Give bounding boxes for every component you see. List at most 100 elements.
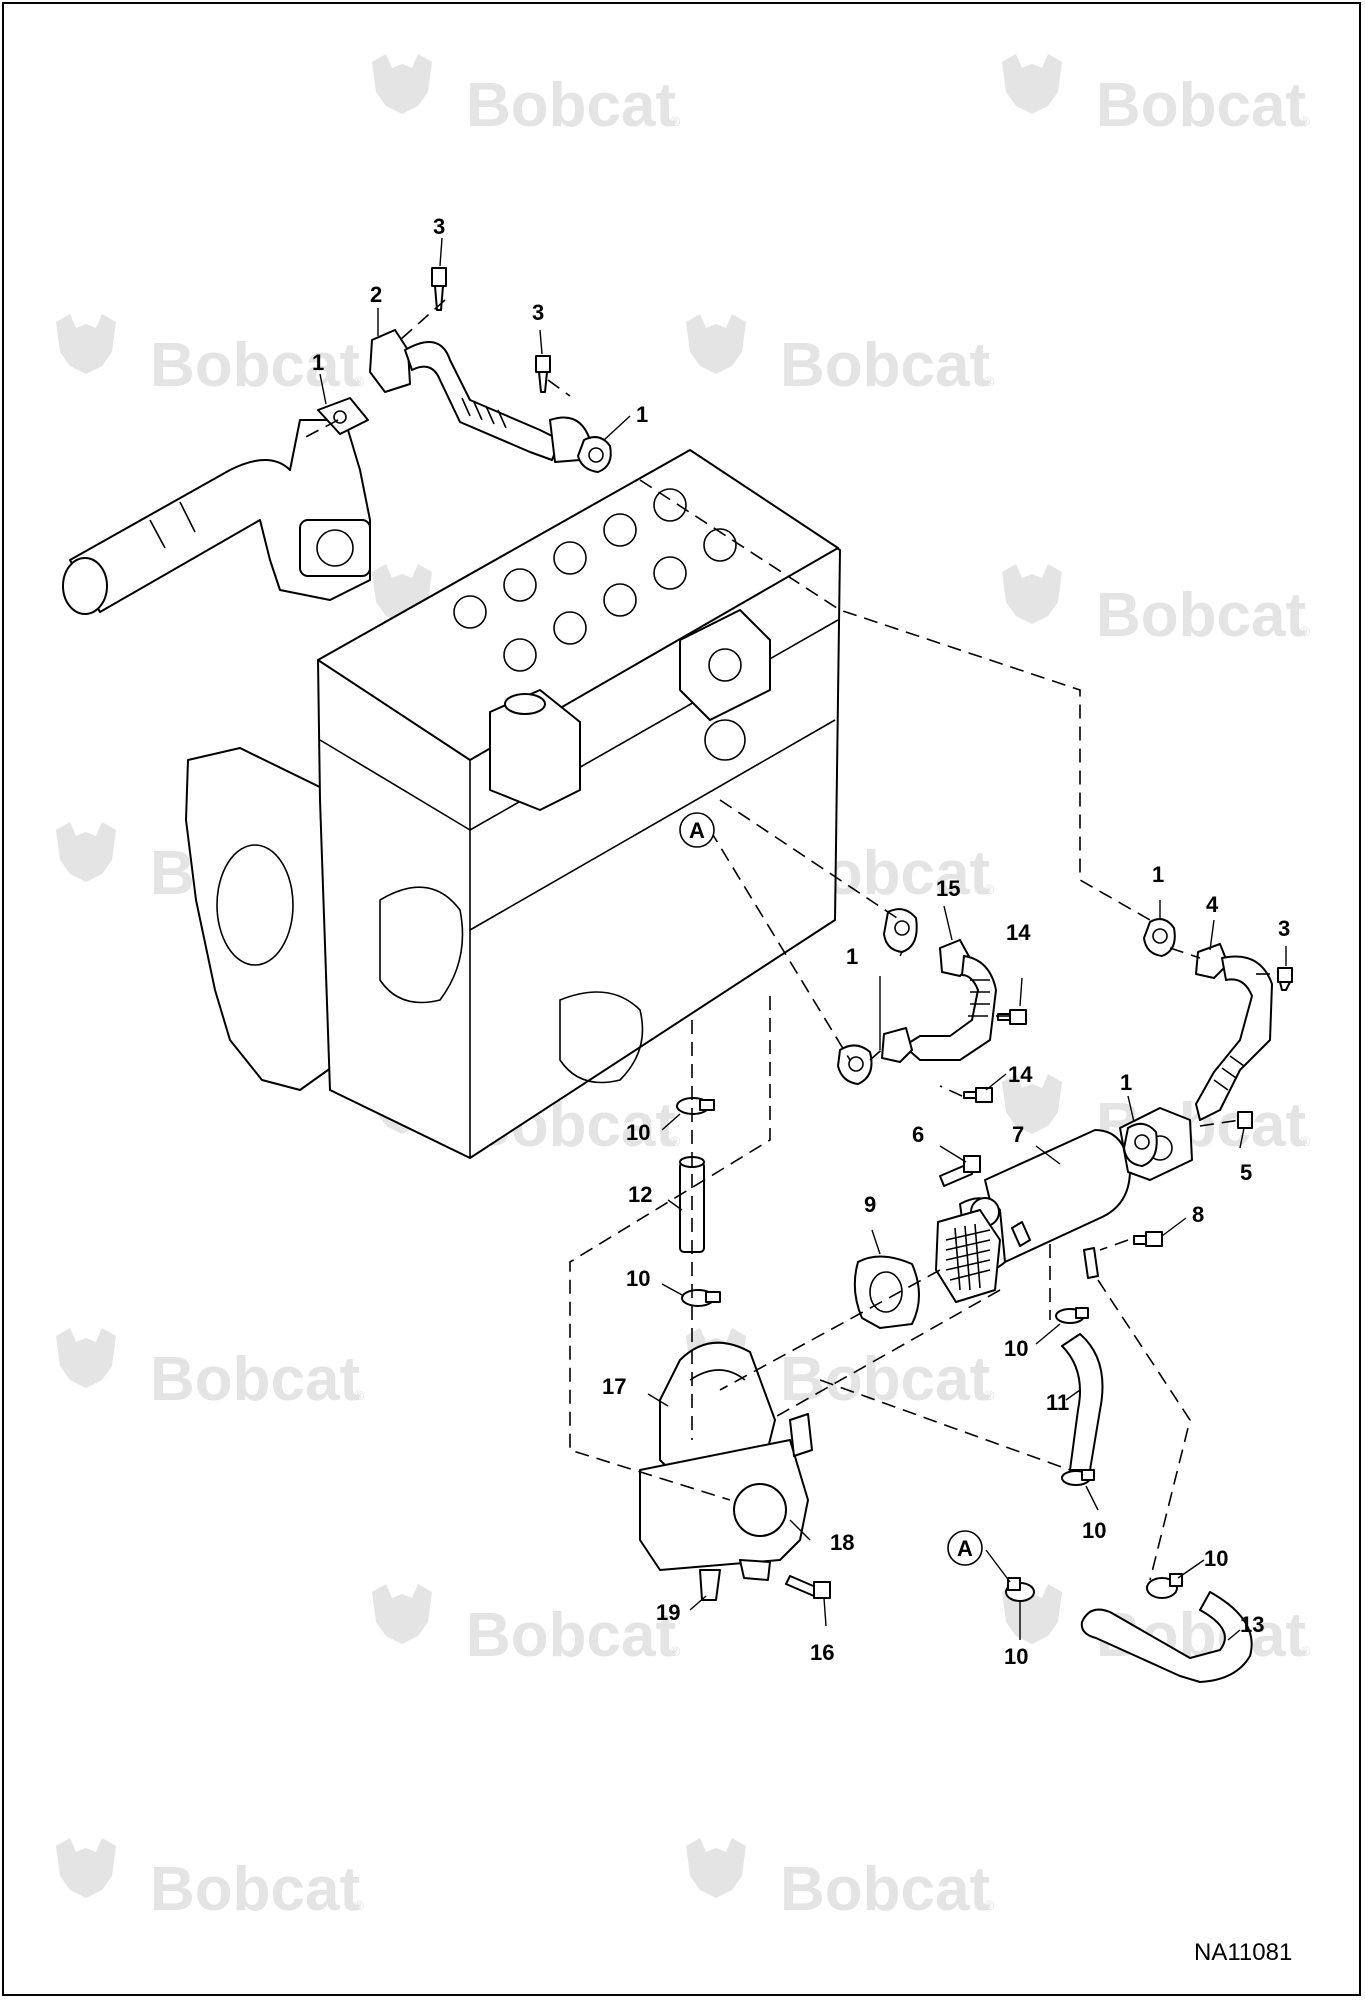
callout-3: 3 xyxy=(433,214,445,239)
watermark-mark: ® xyxy=(984,373,995,389)
pipe-15-body xyxy=(903,955,997,1061)
pipe-15-end xyxy=(881,1027,913,1063)
watermark-mark: ® xyxy=(670,113,681,129)
valve-connector xyxy=(739,1559,771,1581)
gasket-1-upper xyxy=(577,436,612,473)
bolt-3-mid xyxy=(535,355,551,393)
watermark-text: Bobcat xyxy=(150,1855,360,1924)
view-marker-label: A xyxy=(957,1536,973,1561)
callout-19: 19 xyxy=(656,1600,680,1625)
pipe-2-flange xyxy=(369,329,411,393)
callout-3: 3 xyxy=(1278,916,1290,941)
housing-opening xyxy=(216,844,294,966)
gasket-9 xyxy=(853,1255,920,1329)
watermark-mark: ® xyxy=(1300,113,1311,129)
pipe-15-bellows xyxy=(968,979,990,1017)
callout-1: 1 xyxy=(312,350,324,375)
view-marker-a-lower: A xyxy=(947,1530,983,1566)
hose-13 xyxy=(1080,1591,1253,1683)
valve-water-nipple xyxy=(789,1413,813,1457)
egr-tube-4 xyxy=(1195,943,1273,1121)
gasket-1-right xyxy=(1123,1122,1158,1167)
intake-elbow-flange xyxy=(299,519,371,577)
watermark-mark: ® xyxy=(1300,623,1311,639)
leader-lines xyxy=(319,237,1287,1641)
callout-1: 1 xyxy=(1152,862,1164,887)
bolt-5 xyxy=(1237,1111,1253,1129)
watermark: Bobcat ® xyxy=(56,1838,365,1924)
bobcat-logo-icon xyxy=(1002,54,1062,114)
callout-1: 1 xyxy=(636,402,648,427)
bobcat-logo-icon xyxy=(686,314,746,374)
tube-4-flange xyxy=(1195,943,1229,979)
watermark-mark: ® xyxy=(984,1897,995,1913)
callout-6: 6 xyxy=(912,1122,924,1147)
intake-elbow-inlet xyxy=(62,557,108,615)
intake-elbow xyxy=(69,419,371,613)
bobcat-logo-icon xyxy=(1002,1074,1062,1134)
bobcat-logo-icon xyxy=(686,1838,746,1898)
callout-10: 10 xyxy=(1204,1546,1228,1571)
callout-1: 1 xyxy=(1120,1070,1132,1095)
watermark-mark: ® xyxy=(354,1897,365,1913)
callout-14: 14 xyxy=(1008,1062,1033,1087)
bobcat-logo-icon xyxy=(372,54,432,114)
callout-9: 9 xyxy=(864,1192,876,1217)
gasket-1-mid-lower xyxy=(837,1044,873,1085)
egr-pipe-2 xyxy=(369,329,591,463)
view-marker-a-upper: A xyxy=(679,812,715,848)
left-face-line xyxy=(319,739,471,831)
callout-layer: 3 2 3 1 1 1 4 3 15 14 1 14 1 6 7 5 8 9 1… xyxy=(312,214,1290,1669)
bolt-14-upper xyxy=(997,1009,1027,1025)
bolt-3-right xyxy=(1277,967,1293,991)
watermark-mark: ® xyxy=(670,1643,681,1659)
bobcat-logo-icon xyxy=(372,1584,432,1644)
bolt-6 xyxy=(939,1155,981,1187)
engine-block xyxy=(185,449,841,1159)
callout-11: 11 xyxy=(1046,1390,1069,1415)
hose-11 xyxy=(1061,1333,1104,1471)
timing-cover xyxy=(379,886,464,1004)
callout-10: 10 xyxy=(626,1120,650,1145)
intake-elbow-assembly xyxy=(62,419,371,615)
callout-12: 12 xyxy=(628,1182,652,1207)
watermark: Bobcat ® xyxy=(1002,564,1311,650)
callout-8: 8 xyxy=(1192,1202,1204,1227)
hose-clamp-10-d xyxy=(1061,1469,1095,1486)
watermark-mark: ® xyxy=(354,373,365,389)
watermark-text: Bobcat xyxy=(150,1345,360,1414)
watermark: Bobcat ® xyxy=(56,1328,365,1414)
filter-boss xyxy=(704,719,746,761)
bolt-3-top xyxy=(431,267,447,311)
callout-10: 10 xyxy=(626,1266,650,1291)
bobcat-logo-icon xyxy=(56,822,116,882)
callout-13: 13 xyxy=(1240,1612,1264,1637)
thermostat-housing xyxy=(489,689,581,811)
watermark: Bobcat ® xyxy=(1002,54,1311,140)
hose-clamp-10-e xyxy=(1005,1577,1035,1602)
callout-1: 1 xyxy=(846,944,858,969)
gasket-1-mid-upper xyxy=(883,908,918,953)
cooler-body xyxy=(984,1129,1131,1263)
callout-7: 7 xyxy=(1012,1122,1024,1147)
intake-elbow-band xyxy=(149,501,196,549)
callout-2: 2 xyxy=(370,282,382,307)
watermark-text: Bobcat xyxy=(1096,581,1306,650)
watermark-text: Bobcat xyxy=(1096,71,1306,140)
actuator-cap xyxy=(733,1483,787,1537)
valve-port-detail xyxy=(689,1369,746,1381)
watermark-mark: ® xyxy=(670,1133,681,1149)
alignment-lines xyxy=(299,299,1276,1581)
callout-3: 3 xyxy=(532,300,544,325)
hose-clamp-10-c xyxy=(1055,1307,1089,1324)
crank-pulley xyxy=(559,991,644,1084)
callout-10: 10 xyxy=(1004,1336,1028,1361)
hose-clamp-10-f xyxy=(1146,1573,1183,1599)
callout-15: 15 xyxy=(936,876,960,901)
egr-valve-assembly xyxy=(639,1341,813,1601)
valve-ports xyxy=(453,488,737,672)
head-port xyxy=(708,648,742,682)
cylinder-head xyxy=(317,449,839,761)
watermark: Bobcat ® xyxy=(686,314,995,400)
